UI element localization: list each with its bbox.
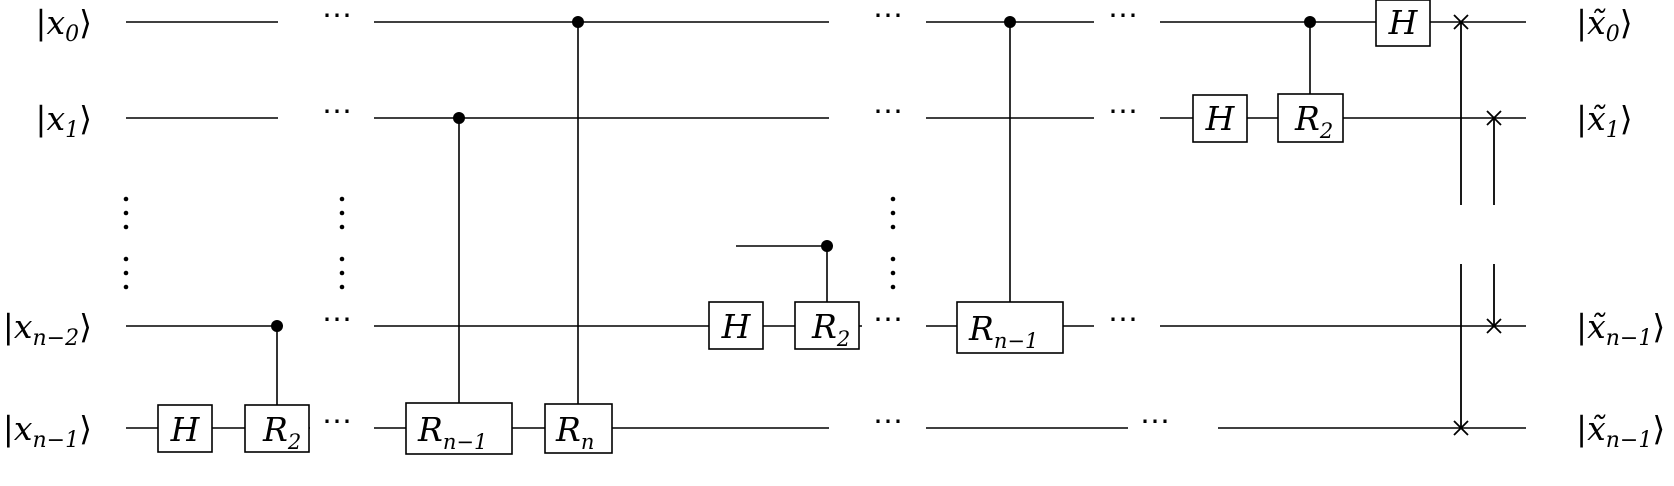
gate-label: H: [1388, 3, 1419, 42]
swap-gates: [1453, 14, 1502, 436]
output-ket-x0: |x̃0⟩: [1576, 3, 1633, 47]
gate-label: R2: [811, 307, 850, 351]
output-ket-xn2: |x̃n−1⟩: [1576, 307, 1665, 351]
gate-label: H: [170, 410, 201, 449]
r2-gate: [794, 301, 860, 350]
gate-label: Rn−1: [417, 410, 487, 454]
ellipsis-col2-xn2: ⋯: [873, 302, 906, 337]
ellipsis-col1-xn2: ⋯: [322, 302, 355, 337]
swap-cross: [1453, 420, 1469, 436]
ellipsis-col1-x0: ⋯: [322, 0, 355, 33]
ellipsis-col1-xn1: ⋯: [322, 404, 355, 439]
control-dot: [271, 320, 283, 332]
vertical-dot: [339, 256, 345, 262]
input-ket-x1: |x1⟩: [35, 99, 92, 143]
horizontal-ellipses: ⋯ ⋯ ⋯ ⋯ ⋯ ⋯ ⋯ ⋯ ⋯ ⋯ ⋯ ⋯: [322, 0, 1173, 439]
ellipsis-col2-x1: ⋯: [873, 94, 906, 129]
vertical-dot: [123, 196, 129, 202]
vertical-dot: [123, 270, 129, 276]
vertical-dot: [339, 270, 345, 276]
control-dot: [453, 112, 465, 124]
vertical-dot: [890, 284, 896, 290]
hadamard-gate: [1375, 0, 1431, 47]
r2-gate: [244, 404, 310, 453]
rn-gate: [544, 403, 613, 454]
vertical-dot: [339, 284, 345, 290]
vertical-dot: [123, 284, 129, 290]
control-dot: [1004, 16, 1016, 28]
vertical-dot: [339, 196, 345, 202]
ellipsis-col1-x1: ⋯: [322, 94, 355, 129]
ellipsis-col2-x0: ⋯: [873, 0, 906, 33]
control-dot: [821, 240, 833, 252]
vertical-dot: [123, 256, 129, 262]
output-ket-xn1: |x̃n−1⟩: [1576, 409, 1665, 453]
vertical-dot: [123, 224, 129, 230]
input-ket-x0: |x0⟩: [35, 3, 92, 47]
vertical-dot: [339, 210, 345, 216]
gate-label: Rn−1: [968, 309, 1038, 353]
vertical-dot: [123, 210, 129, 216]
vertical-dot: [890, 270, 896, 276]
swap-cross: [1486, 110, 1502, 126]
swap-cross: [1486, 318, 1502, 334]
ellipsis-col3-x0: ⋯: [1108, 0, 1141, 33]
control-connections: [271, 16, 1316, 405]
gate-label: R2: [262, 410, 301, 454]
hadamard-gate: [157, 404, 213, 453]
input-ket-xn1: |xn−1⟩: [3, 409, 92, 453]
vertical-dot: [890, 196, 896, 202]
ellipsis-col3-x1: ⋯: [1108, 94, 1141, 129]
output-labels: |x̃0⟩ |x̃1⟩ |x̃n−1⟩ |x̃n−1⟩: [1576, 3, 1665, 453]
gate-label: H: [1205, 99, 1236, 138]
swap-cross: [1453, 14, 1469, 30]
output-ket-x1: |x̃1⟩: [1576, 99, 1633, 143]
vertical-ellipses: [123, 196, 896, 290]
ellipsis-col2-xn1: ⋯: [873, 404, 906, 439]
input-labels: |x0⟩ |x1⟩ |xn−2⟩ |xn−1⟩: [3, 3, 92, 453]
vertical-dot: [339, 224, 345, 230]
qubit-wires: [126, 21, 1526, 429]
input-ket-xn2: |xn−2⟩: [3, 307, 92, 351]
control-dot: [572, 16, 584, 28]
ellipsis-col3-xn2: ⋯: [1108, 302, 1141, 337]
vertical-dot: [890, 224, 896, 230]
gates: H R2 Rn−1 Rn H R2 Rn−1 H R2 H: [157, 0, 1431, 455]
ellipsis-col3-xn1: ⋯: [1140, 404, 1173, 439]
hadamard-gate: [708, 301, 764, 350]
hadamard-gate: [1192, 94, 1248, 143]
vertical-dot: [890, 210, 896, 216]
vertical-dot: [890, 256, 896, 262]
gate-label: Rn: [555, 410, 594, 454]
rn-minus-1-gate: [956, 301, 1064, 354]
rn-minus-1-gate: [405, 402, 513, 455]
gate-label: H: [721, 307, 752, 346]
r2-gate: [1277, 93, 1344, 143]
gate-label: R2: [1294, 99, 1333, 143]
control-dot: [1304, 16, 1316, 28]
